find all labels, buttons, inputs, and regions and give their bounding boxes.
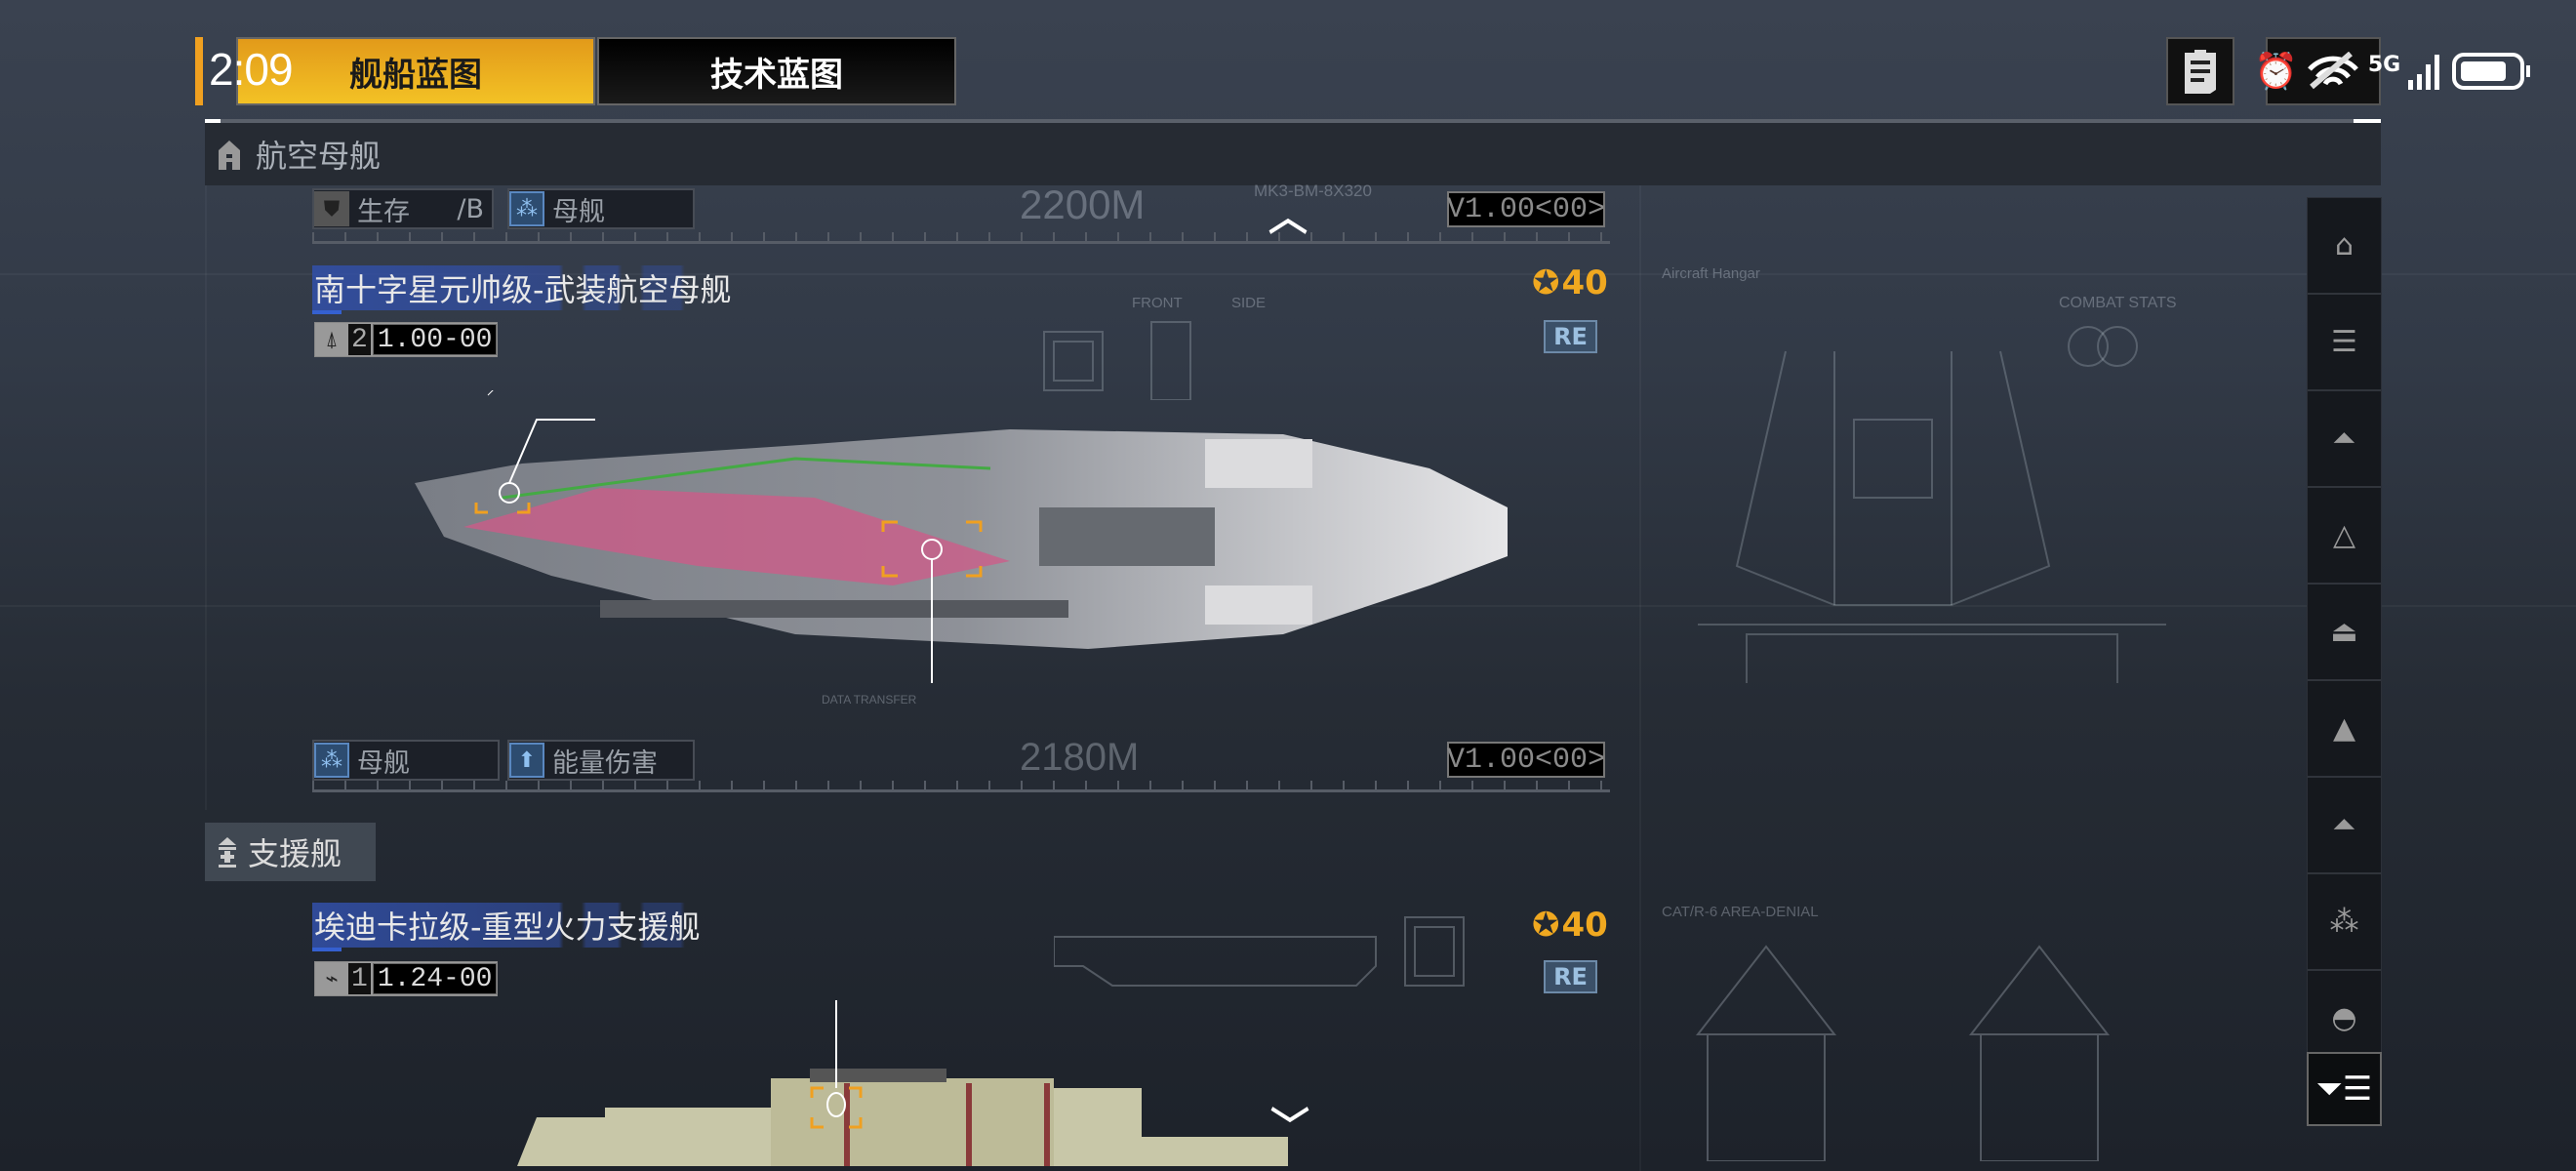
notes-icon	[2185, 50, 2216, 94]
signal-icon	[2408, 55, 2440, 90]
carrier-icon: ⁂	[509, 191, 544, 226]
bg-grid-line	[1639, 127, 1641, 1171]
side-label: SIDE	[1231, 295, 1267, 311]
sidebar-item-fighter[interactable]: ⁂	[2308, 874, 2381, 971]
support-schematic	[1054, 916, 1465, 987]
tab-label: 舰船蓝图	[349, 55, 482, 95]
ship-id-badge: ⍋ 2 1.00-00	[314, 322, 499, 357]
rank-value: 40	[1561, 263, 1608, 303]
ship-code: 1.24-00	[372, 963, 498, 994]
shield-icon: ⛊	[314, 191, 349, 226]
triple-triangle-icon: ⁂	[2329, 905, 2359, 939]
tag-carrier-bottom: ⁂ 母舰	[312, 740, 500, 781]
ship-type-icon: ⍋	[325, 327, 339, 352]
section-header-carrier: 航空母舰	[205, 123, 2381, 185]
sidebar-item-carrier[interactable]: ⌂	[2308, 198, 2381, 295]
data-transfer-label: DATA TRANSFER	[822, 693, 917, 707]
rank-value: 40	[1561, 906, 1608, 945]
divider	[205, 119, 2381, 123]
tag-energy-damage: ⬆ 能量伤害	[507, 740, 695, 781]
length-bottom: 2180M	[1020, 736, 1140, 779]
status-icons: ⏰ 5G	[2254, 51, 2533, 92]
tag-survival: ⛊ 生存 /B	[312, 188, 494, 229]
ruler-bottom	[312, 781, 1610, 792]
alarm-icon: ⏰	[2254, 52, 2298, 92]
version-top: V1.00<00>	[1446, 191, 1606, 227]
front-side-schematic	[1043, 321, 1191, 400]
re-badge: RE	[1544, 960, 1597, 993]
version-bottom: V1.00<00>	[1446, 742, 1606, 778]
carrier-icon: ⌂	[2334, 228, 2355, 262]
support-class-icon	[219, 837, 236, 868]
scroll-up-button[interactable]: ︿	[1268, 195, 1308, 240]
blueprint-schematic	[1698, 326, 2166, 683]
status-time: 2:09	[209, 44, 294, 95]
bg-grid-line	[205, 185, 207, 810]
divider-marker	[2354, 119, 2381, 123]
ship-id-badge: ⌁ 1 1.24-00	[314, 961, 499, 996]
rank-star-icon: ✪	[1532, 263, 1560, 303]
network-label: 5G	[2367, 52, 2401, 77]
support-icon: ☰	[2331, 325, 2357, 359]
sidebar-item-corvette[interactable]: ⏶	[2308, 778, 2381, 874]
wifi-off-icon	[2307, 52, 2358, 90]
hangar-label: Aircraft Hangar	[1662, 265, 1760, 282]
area-denial-label: CAT/R-6 AREA-DENIAL	[1662, 904, 1819, 920]
re-badge: RE	[1544, 320, 1597, 353]
filter-button[interactable]: ⏷☰	[2307, 1052, 2382, 1126]
sidebar-item-destroyer[interactable]: △	[2308, 488, 2381, 585]
carrier-class-icon	[219, 141, 240, 170]
tab-label: 技术蓝图	[710, 55, 843, 95]
section-title: 支援舰	[248, 835, 342, 872]
ship-type-icon: ⌁	[325, 966, 339, 991]
class-filter-sidebar: ⌂ ☰ ⏶ △ ⏏ ▲ ⏶ ⁂ ◓	[2307, 197, 2382, 1070]
scroll-down-button[interactable]: ﹀	[1270, 1105, 1309, 1150]
support-ship-image	[517, 1000, 1288, 1166]
ship-code: 1.00-00	[372, 324, 498, 355]
triangle-bar-icon: ⏏	[2330, 615, 2358, 649]
ship-tier: 1	[348, 963, 371, 994]
bg-grid-line	[0, 273, 2576, 275]
ship-tier: 2	[348, 324, 371, 355]
section-header-support: 支援舰	[205, 823, 376, 881]
top-bar: 舰船蓝图 技术蓝图 2:09	[195, 37, 2381, 105]
tag-label: 母舰	[357, 747, 410, 779]
ship-name[interactable]: 南十字星元帅级-武装航空母舰	[312, 265, 761, 314]
tag-label: 母舰	[552, 196, 605, 227]
ruler-top	[312, 232, 1610, 244]
accent-strip	[195, 37, 203, 105]
carrier-ship-image	[415, 390, 1508, 683]
sidebar-item-heavy-destroyer[interactable]: ⏶	[2308, 391, 2381, 488]
double-chevron-icon: ⏶	[2332, 422, 2356, 456]
front-label: FRONT	[1132, 295, 1183, 311]
rank-badge: ✪40	[1532, 263, 1608, 303]
rank-badge: ✪40	[1532, 906, 1608, 945]
combat-stats-label: COMBAT STATS	[2059, 295, 2177, 311]
wing-icon: ⏶	[2332, 808, 2356, 842]
notes-button[interactable]	[2166, 37, 2234, 105]
tab-tech-blueprint[interactable]: 技术蓝图	[597, 37, 956, 105]
tag-label: 生存	[357, 196, 410, 227]
rank-star-icon: ✪	[1532, 906, 1560, 945]
carrier-icon: ⁂	[314, 743, 349, 778]
tab-ship-blueprint[interactable]: 舰船蓝图	[236, 37, 595, 105]
triangle-icon: ▲	[2332, 711, 2356, 746]
model-label: MK3-BM-8X320	[1254, 182, 1372, 200]
filter-icon: ⏷☰	[2315, 1070, 2373, 1109]
battery-icon	[2452, 53, 2531, 90]
turret-schematic	[1695, 945, 2111, 1161]
outline-triangle-icon: △	[2332, 518, 2356, 552]
tag-carrier: ⁂ 母舰	[507, 188, 695, 229]
ship-name[interactable]: 埃迪卡拉级-重型火力支援舰	[312, 903, 761, 951]
tag-grade: /B	[457, 193, 484, 224]
section-title: 航空母舰	[256, 138, 382, 175]
arrow-up-icon: ⬆	[509, 743, 544, 778]
tag-label: 能量伤害	[552, 747, 658, 779]
sidebar-item-heavy-frigate[interactable]: ⏏	[2308, 585, 2381, 681]
sidebar-item-support[interactable]: ☰	[2308, 295, 2381, 391]
sidebar-item-frigate[interactable]: ▲	[2308, 681, 2381, 778]
divider-marker	[205, 119, 221, 123]
length-top: 2200M	[1020, 182, 1146, 227]
dome-icon: ◓	[2331, 1001, 2357, 1035]
